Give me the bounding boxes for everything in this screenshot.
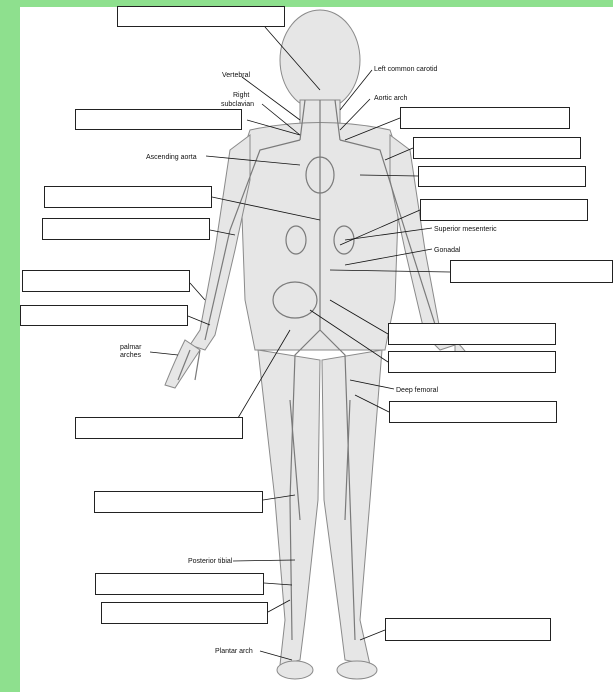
blank-box-1[interactable]: [117, 6, 285, 27]
label-posterior-tibial: Posterior tibial: [188, 558, 233, 565]
blank-box-18[interactable]: [101, 602, 268, 624]
label-gonadal: Gonadal: [434, 247, 461, 254]
blank-box-3[interactable]: [400, 107, 570, 129]
label-palmar-arches-line2: arches: [120, 352, 142, 359]
blank-box-10[interactable]: [22, 270, 190, 292]
label-deep-femoral: Deep femoral: [396, 387, 438, 394]
blank-box-12[interactable]: [388, 323, 556, 345]
blank-box-6[interactable]: [44, 186, 212, 208]
blank-box-2[interactable]: [75, 109, 242, 130]
blank-box-15[interactable]: [75, 417, 243, 439]
label-superior-mesenteric: Superior mesenteric: [434, 226, 497, 233]
blank-box-7[interactable]: [420, 199, 588, 221]
blank-box-14[interactable]: [389, 401, 557, 423]
label-palmar-arches-line1: palmar: [120, 344, 142, 351]
label-vertebral: Vertebral: [222, 72, 250, 79]
blank-box-17[interactable]: [95, 573, 264, 595]
blank-box-5[interactable]: [418, 166, 586, 187]
label-left-common-carotid: Left common carotid: [374, 66, 438, 73]
blank-box-13[interactable]: [388, 351, 556, 373]
blank-box-8[interactable]: [42, 218, 210, 240]
label-ascending-aorta: Ascending aorta: [146, 154, 197, 161]
blank-box-11[interactable]: [20, 305, 188, 326]
blank-box-19[interactable]: [385, 618, 551, 641]
label-right-subclavian-line2: subclavian: [221, 101, 254, 108]
label-aortic-arch: Aortic arch: [374, 95, 408, 102]
label-right-subclavian-line1: Right: [233, 92, 249, 99]
blank-box-16[interactable]: [94, 491, 263, 513]
label-plantar-arch: Plantar arch: [215, 648, 253, 655]
blank-box-4[interactable]: [413, 137, 581, 159]
blank-box-9[interactable]: [450, 260, 613, 283]
